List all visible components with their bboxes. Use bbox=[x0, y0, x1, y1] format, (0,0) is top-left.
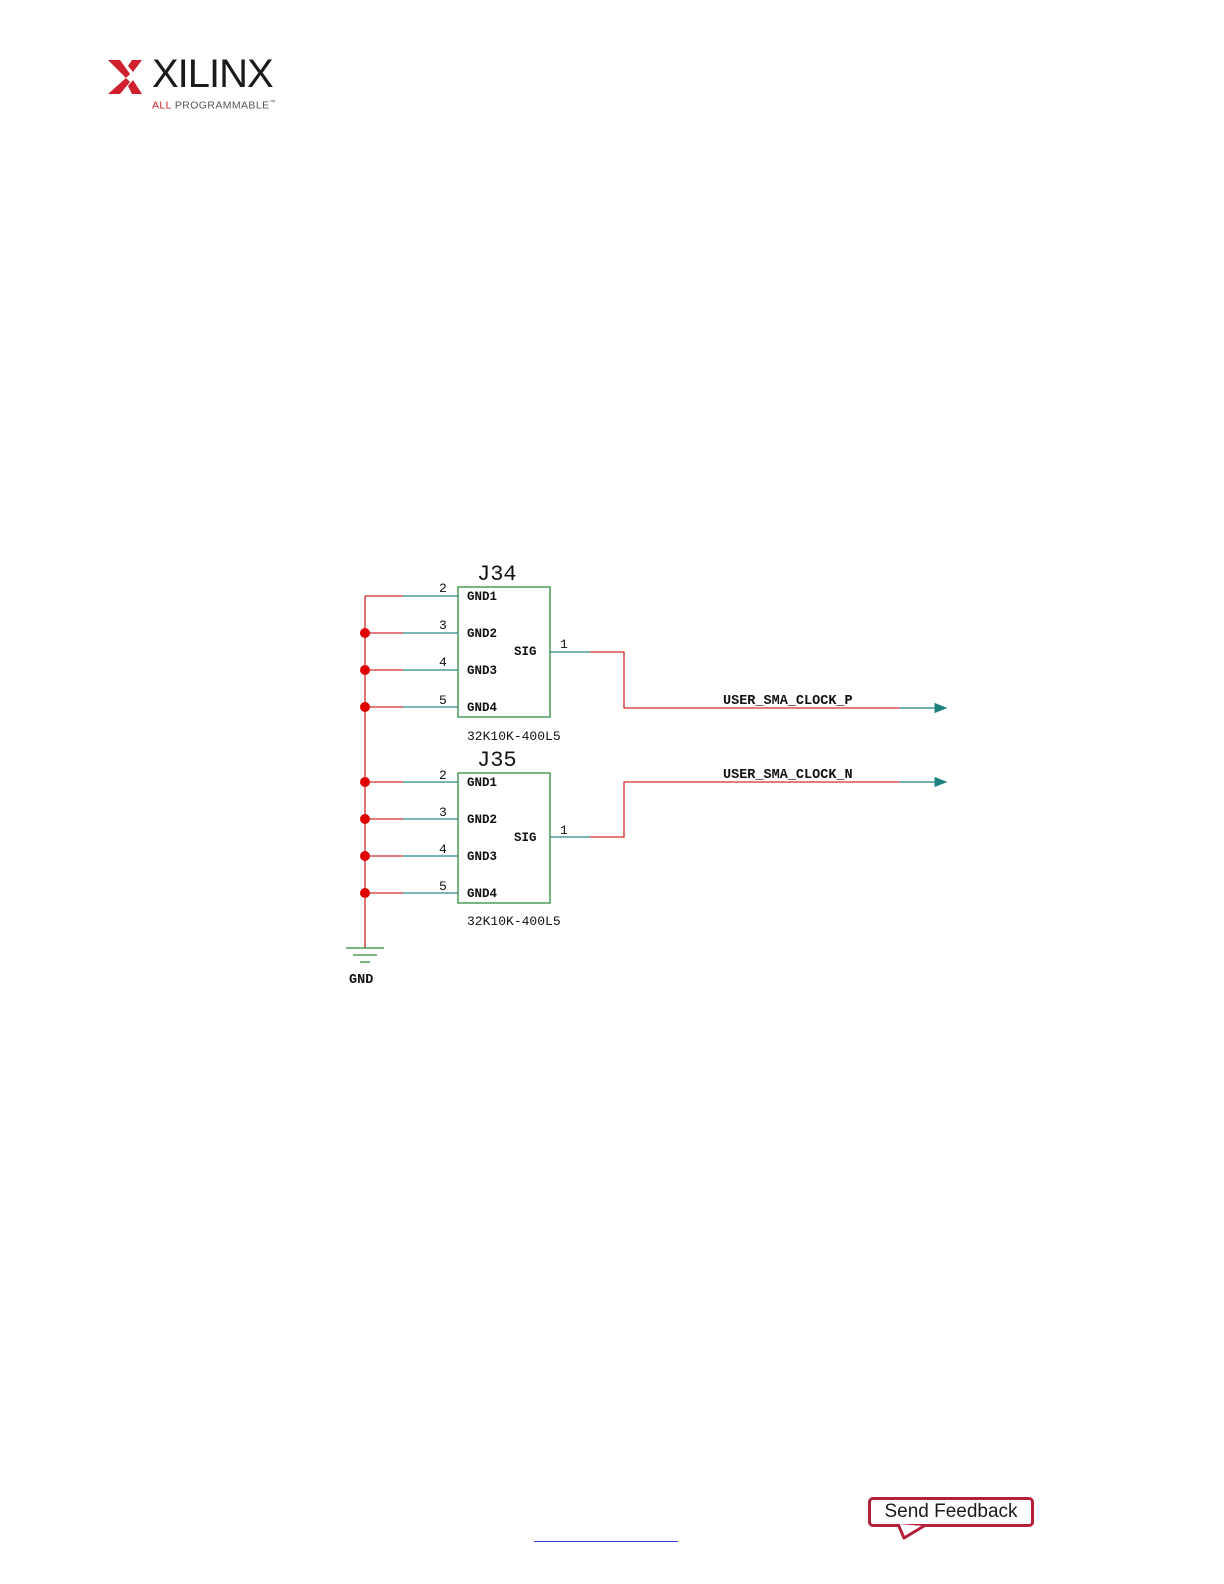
j35-net-wire bbox=[590, 782, 900, 837]
j34-pin-row: 4 GND3 bbox=[360, 655, 497, 678]
j34-sig-name: SIG bbox=[514, 645, 537, 659]
send-feedback-button[interactable]: Send Feedback bbox=[868, 1497, 1034, 1527]
junction-dot bbox=[360, 814, 370, 824]
connector-j35: J35 2 GND1 3 GND2 4 GND3 5 G bbox=[360, 748, 946, 929]
j35-pin-name: GND2 bbox=[467, 813, 497, 827]
junction-dot bbox=[360, 851, 370, 861]
j34-ref-label: J34 bbox=[477, 562, 517, 587]
j34-pin-name: GND2 bbox=[467, 627, 497, 641]
j34-net-label: USER_SMA_CLOCK_P bbox=[723, 694, 853, 709]
j34-pin-name: GND3 bbox=[467, 664, 497, 678]
j34-pin-number: 5 bbox=[439, 693, 447, 708]
j35-sig-number: 1 bbox=[560, 823, 568, 838]
footer-link[interactable] bbox=[534, 1527, 678, 1542]
j35-pin-row: 4 GND3 bbox=[360, 842, 497, 864]
j34-pin-name: GND4 bbox=[467, 701, 498, 715]
j35-pin-number: 3 bbox=[439, 805, 447, 820]
j35-pin-name: GND4 bbox=[467, 887, 498, 901]
ground-label: GND bbox=[349, 973, 373, 988]
junction-dot bbox=[360, 888, 370, 898]
speech-bubble-tail-icon bbox=[896, 1524, 926, 1540]
j34-pin-number: 4 bbox=[439, 655, 447, 670]
j35-pin-name: GND3 bbox=[467, 850, 497, 864]
j35-pin-number: 4 bbox=[439, 842, 447, 857]
j35-pin-number: 5 bbox=[439, 879, 447, 894]
junction-dot bbox=[360, 628, 370, 638]
junction-dot bbox=[360, 665, 370, 675]
j34-pin-number: 2 bbox=[439, 581, 447, 596]
j34-pin-row: 5 GND4 bbox=[360, 693, 498, 715]
connector-j34: J34 2 GND1 3 GND2 4 GND3 5 GND bbox=[360, 562, 946, 744]
j34-pin-row: 3 GND2 bbox=[360, 618, 497, 641]
j35-ref-label: J35 bbox=[477, 748, 517, 773]
j34-part-number: 32K10K-400L5 bbox=[467, 729, 561, 744]
j35-pin-number: 2 bbox=[439, 768, 447, 783]
j35-pin-row: 5 GND4 bbox=[360, 879, 498, 901]
j35-part-number: 32K10K-400L5 bbox=[467, 914, 561, 929]
j35-pin-row: 3 GND2 bbox=[360, 805, 497, 827]
j35-sig-name: SIG bbox=[514, 831, 537, 845]
j34-pin-number: 3 bbox=[439, 618, 447, 633]
ground-symbol-icon bbox=[346, 948, 384, 962]
j34-pin-name: GND1 bbox=[467, 590, 497, 604]
j34-sig-number: 1 bbox=[560, 637, 568, 652]
junction-dot bbox=[360, 702, 370, 712]
junction-dot bbox=[360, 777, 370, 787]
j35-pin-name: GND1 bbox=[467, 776, 497, 790]
j35-net-label: USER_SMA_CLOCK_N bbox=[723, 768, 853, 783]
